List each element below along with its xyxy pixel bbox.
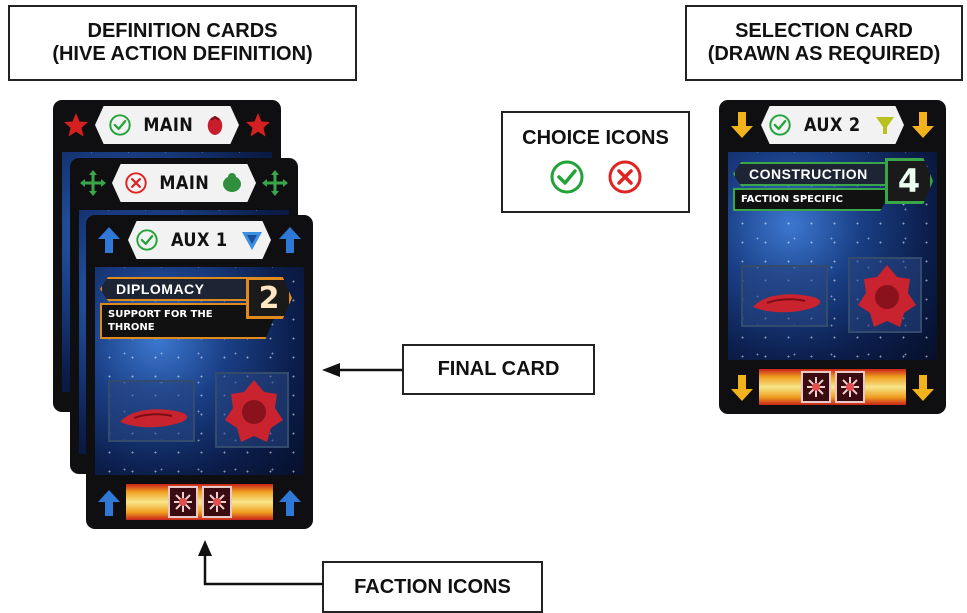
card-title: MAIN [143,114,193,136]
card-footer [723,366,942,408]
blue-up-arrow-icon [94,224,124,256]
blue-up-arrow-icon [275,224,305,256]
ship-icon [753,294,821,313]
yellow-down-arrow-icon [908,109,938,141]
choice-icons-box: CHOICE ICONS [501,111,690,213]
card-header: MAIN [57,106,277,144]
green-cross-arrows-icon [78,167,108,199]
cross-choice-icon [608,160,641,194]
ability-value: 4 [897,162,921,200]
footer-bar [759,369,906,405]
final-card-label: FINAL CARD [402,344,595,395]
selection-card-aux2: AUX 2 CONSTRUCTION FACTION SPECIFIC 4 [719,100,946,414]
ability-panel: CONSTRUCTION FACTION SPECIFIC 4 [733,158,933,218]
faction-emblem-icon [800,371,831,403]
ability-description-line: FACTION SPECIFIC [741,194,843,205]
station-image-box [215,372,289,448]
cross-icon [125,172,147,194]
ability-value-badge: 2 [246,277,292,319]
yellow-funnel-icon [875,117,894,134]
blue-chevron-icon [241,232,262,250]
card-title-banner: MAIN [112,164,256,202]
ability-value-badge: 4 [885,158,933,204]
card-header: AUX 1 [90,221,309,259]
blue-up-arrow-icon [94,487,124,519]
ability-panel: DIPLOMACY SUPPORT FOR THE THRONE 2 [100,277,296,349]
check-icon [769,114,791,136]
ability-name-strip: DIPLOMACY [100,277,248,301]
footer-bar [126,484,273,520]
final-card-text: FINAL CARD [437,358,560,380]
definition-cards-title: DEFINITION CARDS [87,20,278,42]
card-header: AUX 2 [723,106,942,144]
choice-icons-label: CHOICE ICONS [522,127,669,149]
blue-up-arrow-icon [275,487,305,519]
station-icon [225,380,283,442]
final-card-arrow [322,363,402,377]
ability-name: DIPLOMACY [116,281,205,297]
definition-cards-subtitle: (HIVE ACTION DEFINITION) [52,43,313,65]
faction-emblem-icon [834,371,865,403]
check-icon [136,229,158,251]
check-choice-icon [550,160,583,194]
faction-icons-text: FACTION ICONS [354,575,511,598]
yellow-down-arrow-icon [908,372,938,404]
card-footer [90,481,309,523]
ship-icon [120,409,188,428]
faction-icons [167,486,232,518]
ability-description: FACTION SPECIFIC [733,188,893,211]
card-title-banner: AUX 1 [128,221,271,259]
ship-image-box [108,380,195,442]
final-card-aux1: AUX 1 DIPLOMACY SUPPORT FOR THE THRONE 2 [86,215,313,529]
card-title: AUX 1 [171,229,228,251]
yellow-down-arrow-icon [727,372,757,404]
red-star-icon [61,109,91,141]
definition-cards-label: DEFINITION CARDS (HIVE ACTION DEFINITION… [8,5,357,81]
ability-name-strip: CONSTRUCTION [733,162,889,186]
ability-name: CONSTRUCTION [749,166,868,182]
faction-icons-label: FACTION ICONS [322,561,543,613]
card-title: AUX 2 [804,114,861,136]
faction-icons [800,371,865,403]
ship-image-box [741,265,828,327]
green-hive-icon [223,173,242,192]
selection-card-label: SELECTION CARD (DRAWN AS REQUIRED) [685,5,963,81]
ability-value: 2 [258,280,280,316]
faction-icons-arrow [198,540,323,586]
red-star-icon [243,109,273,141]
green-cross-arrows-icon [260,167,290,199]
card-title: MAIN [159,172,209,194]
card-title-banner: MAIN [95,106,239,144]
station-image-box [848,257,922,333]
selection-card-subtitle: (DRAWN AS REQUIRED) [707,43,941,65]
ability-description-line: THRONE [108,322,155,333]
station-icon [858,265,916,327]
ability-description-line: SUPPORT FOR THE [108,309,213,320]
yellow-down-arrow-icon [727,109,757,141]
card-header: MAIN [74,164,294,202]
selection-card-title: SELECTION CARD [735,20,913,42]
card-title-banner: AUX 2 [761,106,904,144]
red-hive-icon [208,115,223,135]
faction-emblem-icon [201,486,232,518]
faction-emblem-icon [167,486,198,518]
check-icon [109,114,131,136]
